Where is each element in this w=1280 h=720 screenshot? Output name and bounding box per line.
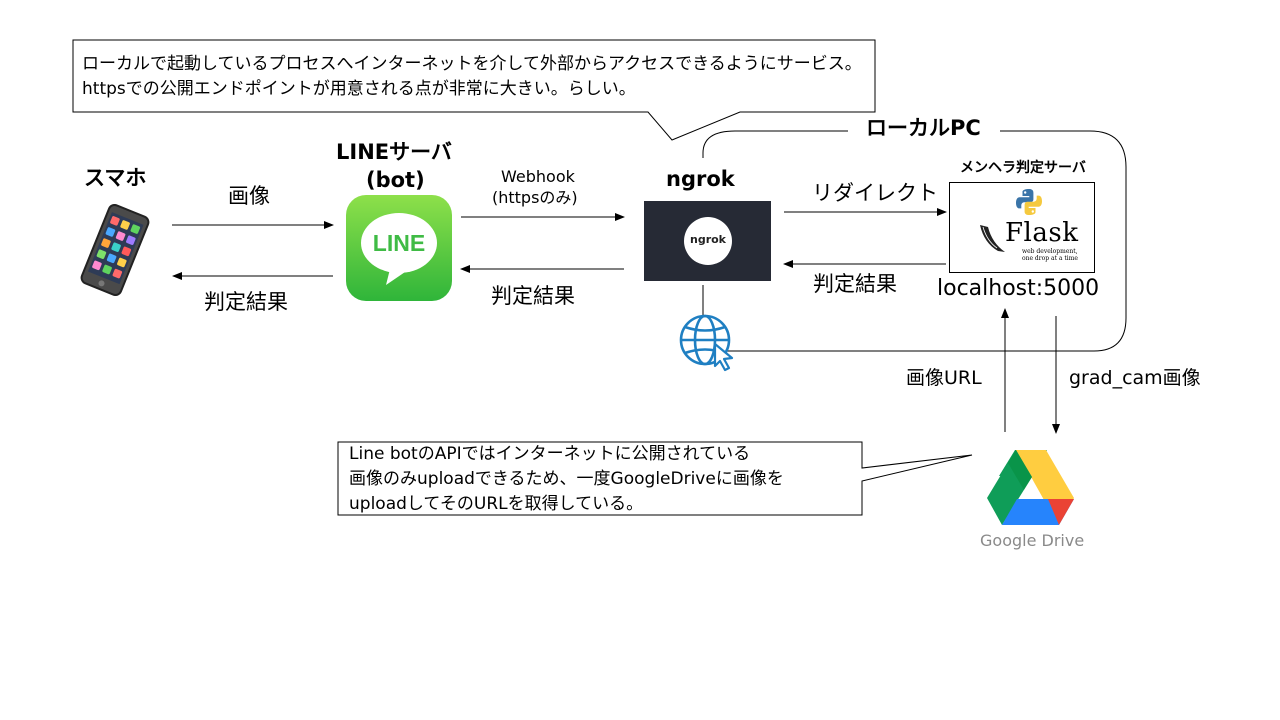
globe-icon [678,314,738,372]
edge-label-redirect: リダイレクト [812,181,938,205]
server-address: localhost:5000 [937,276,1100,301]
callout-bottom-line3: uploadしてそのURLを取得している。 [349,494,644,514]
ngrok-logo-circle [684,217,732,265]
server-box: Flask web development, one drop at a tim… [949,182,1095,273]
edge-label-result-3: 判定結果 [813,272,897,296]
ngrok-logo: ngrok [644,201,771,281]
ngrok-label: ngrok [666,167,735,191]
callout-top-shape [72,39,876,141]
smartphone-icon [74,204,156,296]
line-logo-text: LINE [373,230,425,256]
edge-label-image-url: 画像URL [906,367,982,389]
callout-top-line1: ローカルで起動しているプロセスへインターネットを介して外部からアクセスできるよう… [82,54,862,74]
google-drive-label: Google Drive [980,531,1085,550]
local-pc-label: ローカルPC [866,116,981,140]
smartphone-label: スマホ [84,166,147,190]
callout-bottom-line2: 画像のみuploadできるため、一度GoogleDriveに画像を [349,469,784,489]
menhera-server-label: メンヘラ判定サーバ [960,160,1086,176]
flask-tagline-2: one drop at a time [1022,255,1078,262]
edge-label-image: 画像 [228,184,270,208]
edge-label-result-2: 判定結果 [491,284,575,308]
callout-bottom-line1: Line botのAPIではインターネットに公開されている [349,444,751,464]
edge-label-webhook: Webhook [501,167,575,186]
python-icon [1014,187,1044,217]
ngrok-logo-text: ngrok [689,233,726,246]
flask-logo-text: Flask [1005,218,1079,248]
callout-top-line2: httpsでの公開エンドポイントが用意される点が非常に大きい。らしい。 [82,79,636,99]
line-server-sublabel: (bot) [366,168,425,192]
edge-label-result-1: 判定結果 [204,290,288,314]
flask-horn-icon [978,221,1008,255]
google-drive-icon [986,446,1076,526]
line-server-label: LINEサーバ [336,140,452,164]
flask-tagline-1: web development, [1022,248,1078,255]
line-logo: LINE [346,195,452,301]
edge-label-gradcam: grad_cam画像 [1069,367,1201,389]
edge-label-https-only: (httpsのみ) [492,188,578,207]
callout-bottom-shape [337,441,973,516]
